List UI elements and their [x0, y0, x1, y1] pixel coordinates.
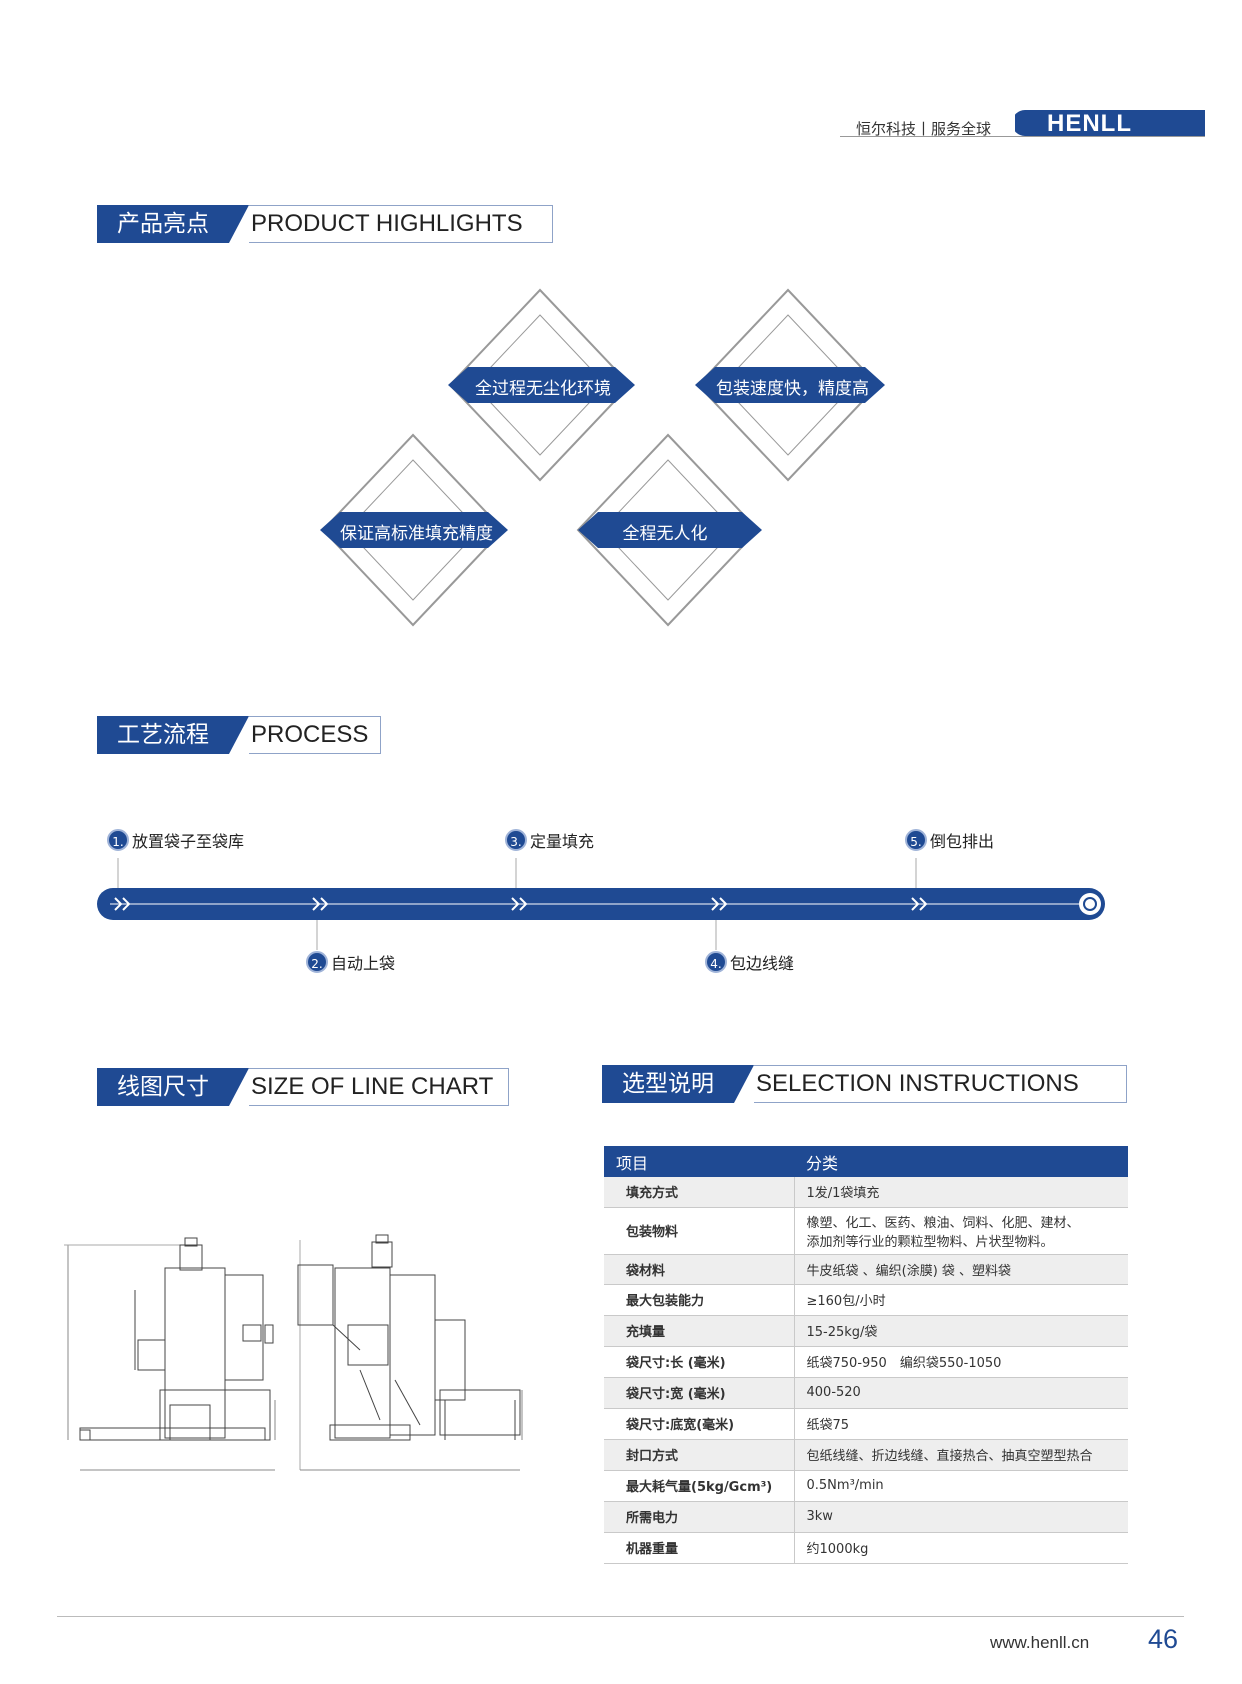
- step-number: 2.: [306, 951, 328, 973]
- process-step-5: 5. 倒包排出: [905, 828, 994, 852]
- section-title-en: PRODUCT HIGHLIGHTS: [249, 205, 553, 243]
- highlight-4: 全程无人化: [622, 524, 708, 544]
- header-rule: [840, 136, 1205, 137]
- row-key: 最大包装能力: [604, 1284, 795, 1316]
- row-value: 纸袋75: [794, 1408, 1128, 1440]
- section-title-cn: 工艺流程: [97, 716, 229, 754]
- row-value: 包纸线缝、折边线缝、直接热合、抽真空塑型热合: [794, 1439, 1128, 1471]
- row-value: 橡塑、化工、医药、粮油、饲料、化肥、建材、 添加剂等行业的颗粒型物料、片状型物料…: [794, 1207, 1128, 1255]
- highlight-1: 全过程无尘化环境: [475, 379, 611, 399]
- machine-line-drawing: [64, 1234, 523, 1471]
- row-value: ≥160包/小时: [794, 1284, 1128, 1316]
- table-row: 最大包装能力 ≥160包/小时: [604, 1284, 1128, 1316]
- row-value: 3kw: [794, 1501, 1128, 1533]
- table-row: 最大耗气量(5kg/Gcm³) 0.5Nm³/min: [604, 1470, 1128, 1502]
- table-row: 包装物料 橡塑、化工、医药、粮油、饲料、化肥、建材、 添加剂等行业的颗粒型物料、…: [604, 1207, 1128, 1255]
- row-key: 包装物料: [604, 1207, 795, 1255]
- process-step-3: 3. 定量填充: [505, 828, 594, 852]
- col-item: 项目: [604, 1146, 794, 1177]
- table-row: 机器重量 约1000kg: [604, 1532, 1128, 1564]
- footer-rule: [57, 1616, 1184, 1617]
- row-value: 纸袋750-950 编织袋550-1050: [794, 1346, 1128, 1378]
- row-key: 机器重量: [604, 1532, 795, 1564]
- table-row: 袋尺寸:宽 (毫米) 400-520: [604, 1377, 1128, 1409]
- row-key: 充填量: [604, 1315, 795, 1347]
- highlights-diagram: [320, 288, 885, 627]
- footer-url[interactable]: www.henll.cn: [990, 1633, 1090, 1652]
- step-label: 放置袋子至袋库: [132, 832, 245, 851]
- row-value: 牛皮纸袋 、编织(涂膜) 袋 、塑料袋: [794, 1254, 1128, 1285]
- highlight-2: 包装速度快，精度高: [716, 379, 869, 399]
- header-slant: [229, 205, 249, 243]
- step-label: 自动上袋: [331, 954, 396, 973]
- table-row: 袋尺寸:长 (毫米) 纸袋750-950 编织袋550-1050: [604, 1346, 1128, 1378]
- section-title-cn: 线图尺寸: [97, 1068, 229, 1106]
- henll-logo: HENLL: [1015, 110, 1205, 136]
- section-header-process: 工艺流程 PROCESS: [97, 716, 387, 754]
- table-row: 袋材料 牛皮纸袋 、编织(涂膜) 袋 、塑料袋: [604, 1254, 1128, 1285]
- row-value-line: 添加剂等行业的颗粒型物料、片状型物料。: [806, 1234, 1054, 1250]
- process-step-1: 1. 放置袋子至袋库: [107, 828, 244, 852]
- section-title-cn: 选型说明: [602, 1065, 734, 1103]
- row-value: 1发/1袋填充: [794, 1177, 1128, 1208]
- step-label: 定量填充: [530, 832, 595, 851]
- row-key: 袋尺寸:宽 (毫米): [604, 1377, 795, 1409]
- step-label: 倒包排出: [930, 832, 995, 851]
- step-number: 1.: [107, 829, 129, 851]
- step-number: 3.: [505, 829, 527, 851]
- process-step-4: 4. 包边线缝: [705, 950, 794, 974]
- highlight-3: 保证高标准填充精度: [340, 524, 493, 544]
- row-key: 填充方式: [604, 1177, 795, 1208]
- selection-table: 项目 分类 填充方式 1发/1袋填充 包装物料 橡塑、化工、医药、粮油、饲料、化…: [604, 1146, 1128, 1564]
- table-row: 袋尺寸:底宽(毫米) 纸袋75: [604, 1408, 1128, 1440]
- section-title-en: SELECTION INSTRUCTIONS: [754, 1065, 1127, 1103]
- row-value-line: 橡塑、化工、医药、粮油、饲料、化肥、建材、: [806, 1215, 1080, 1231]
- section-header-linechart: 线图尺寸 SIZE OF LINE CHART: [97, 1068, 512, 1106]
- step-number: 5.: [905, 829, 927, 851]
- header-slant: [734, 1065, 754, 1103]
- header-slant: [229, 716, 249, 754]
- step-number: 4.: [705, 951, 727, 973]
- col-category: 分类: [794, 1146, 1128, 1177]
- table-row: 所需电力 3kw: [604, 1501, 1128, 1533]
- row-key: 封口方式: [604, 1439, 795, 1471]
- row-key: 所需电力: [604, 1501, 795, 1533]
- section-title-cn: 产品亮点: [97, 205, 229, 243]
- row-key: 袋材料: [604, 1254, 795, 1285]
- brand-slogan: 恒尔科技丨服务全球: [856, 120, 992, 138]
- table-row: 填充方式 1发/1袋填充: [604, 1177, 1128, 1208]
- section-title-en: SIZE OF LINE CHART: [249, 1068, 509, 1106]
- table-row: 封口方式 包纸线缝、折边线缝、直接热合、抽真空塑型热合: [604, 1439, 1128, 1471]
- section-header-selection: 选型说明 SELECTION INSTRUCTIONS: [602, 1065, 1127, 1103]
- table-header-row: 项目 分类: [604, 1146, 1128, 1177]
- process-step-2: 2. 自动上袋: [306, 950, 395, 974]
- row-value: 15-25kg/袋: [794, 1315, 1128, 1347]
- section-header-highlights: 产品亮点 PRODUCT HIGHLIGHTS: [97, 205, 557, 243]
- header-slant: [229, 1068, 249, 1106]
- row-key: 最大耗气量(5kg/Gcm³): [604, 1470, 795, 1502]
- row-value: 约1000kg: [794, 1532, 1128, 1564]
- table-row: 充填量 15-25kg/袋: [604, 1315, 1128, 1347]
- svg-text:HENLL: HENLL: [1047, 110, 1132, 136]
- row-value: 400-520: [794, 1377, 1128, 1409]
- row-key: 袋尺寸:长 (毫米): [604, 1346, 795, 1378]
- row-key: 袋尺寸:底宽(毫米): [604, 1408, 795, 1440]
- row-value: 0.5Nm³/min: [794, 1470, 1128, 1502]
- process-timeline: [97, 858, 1105, 950]
- step-label: 包边线缝: [730, 954, 795, 973]
- section-title-en: PROCESS: [249, 716, 381, 754]
- page-number: 46: [1148, 1624, 1179, 1654]
